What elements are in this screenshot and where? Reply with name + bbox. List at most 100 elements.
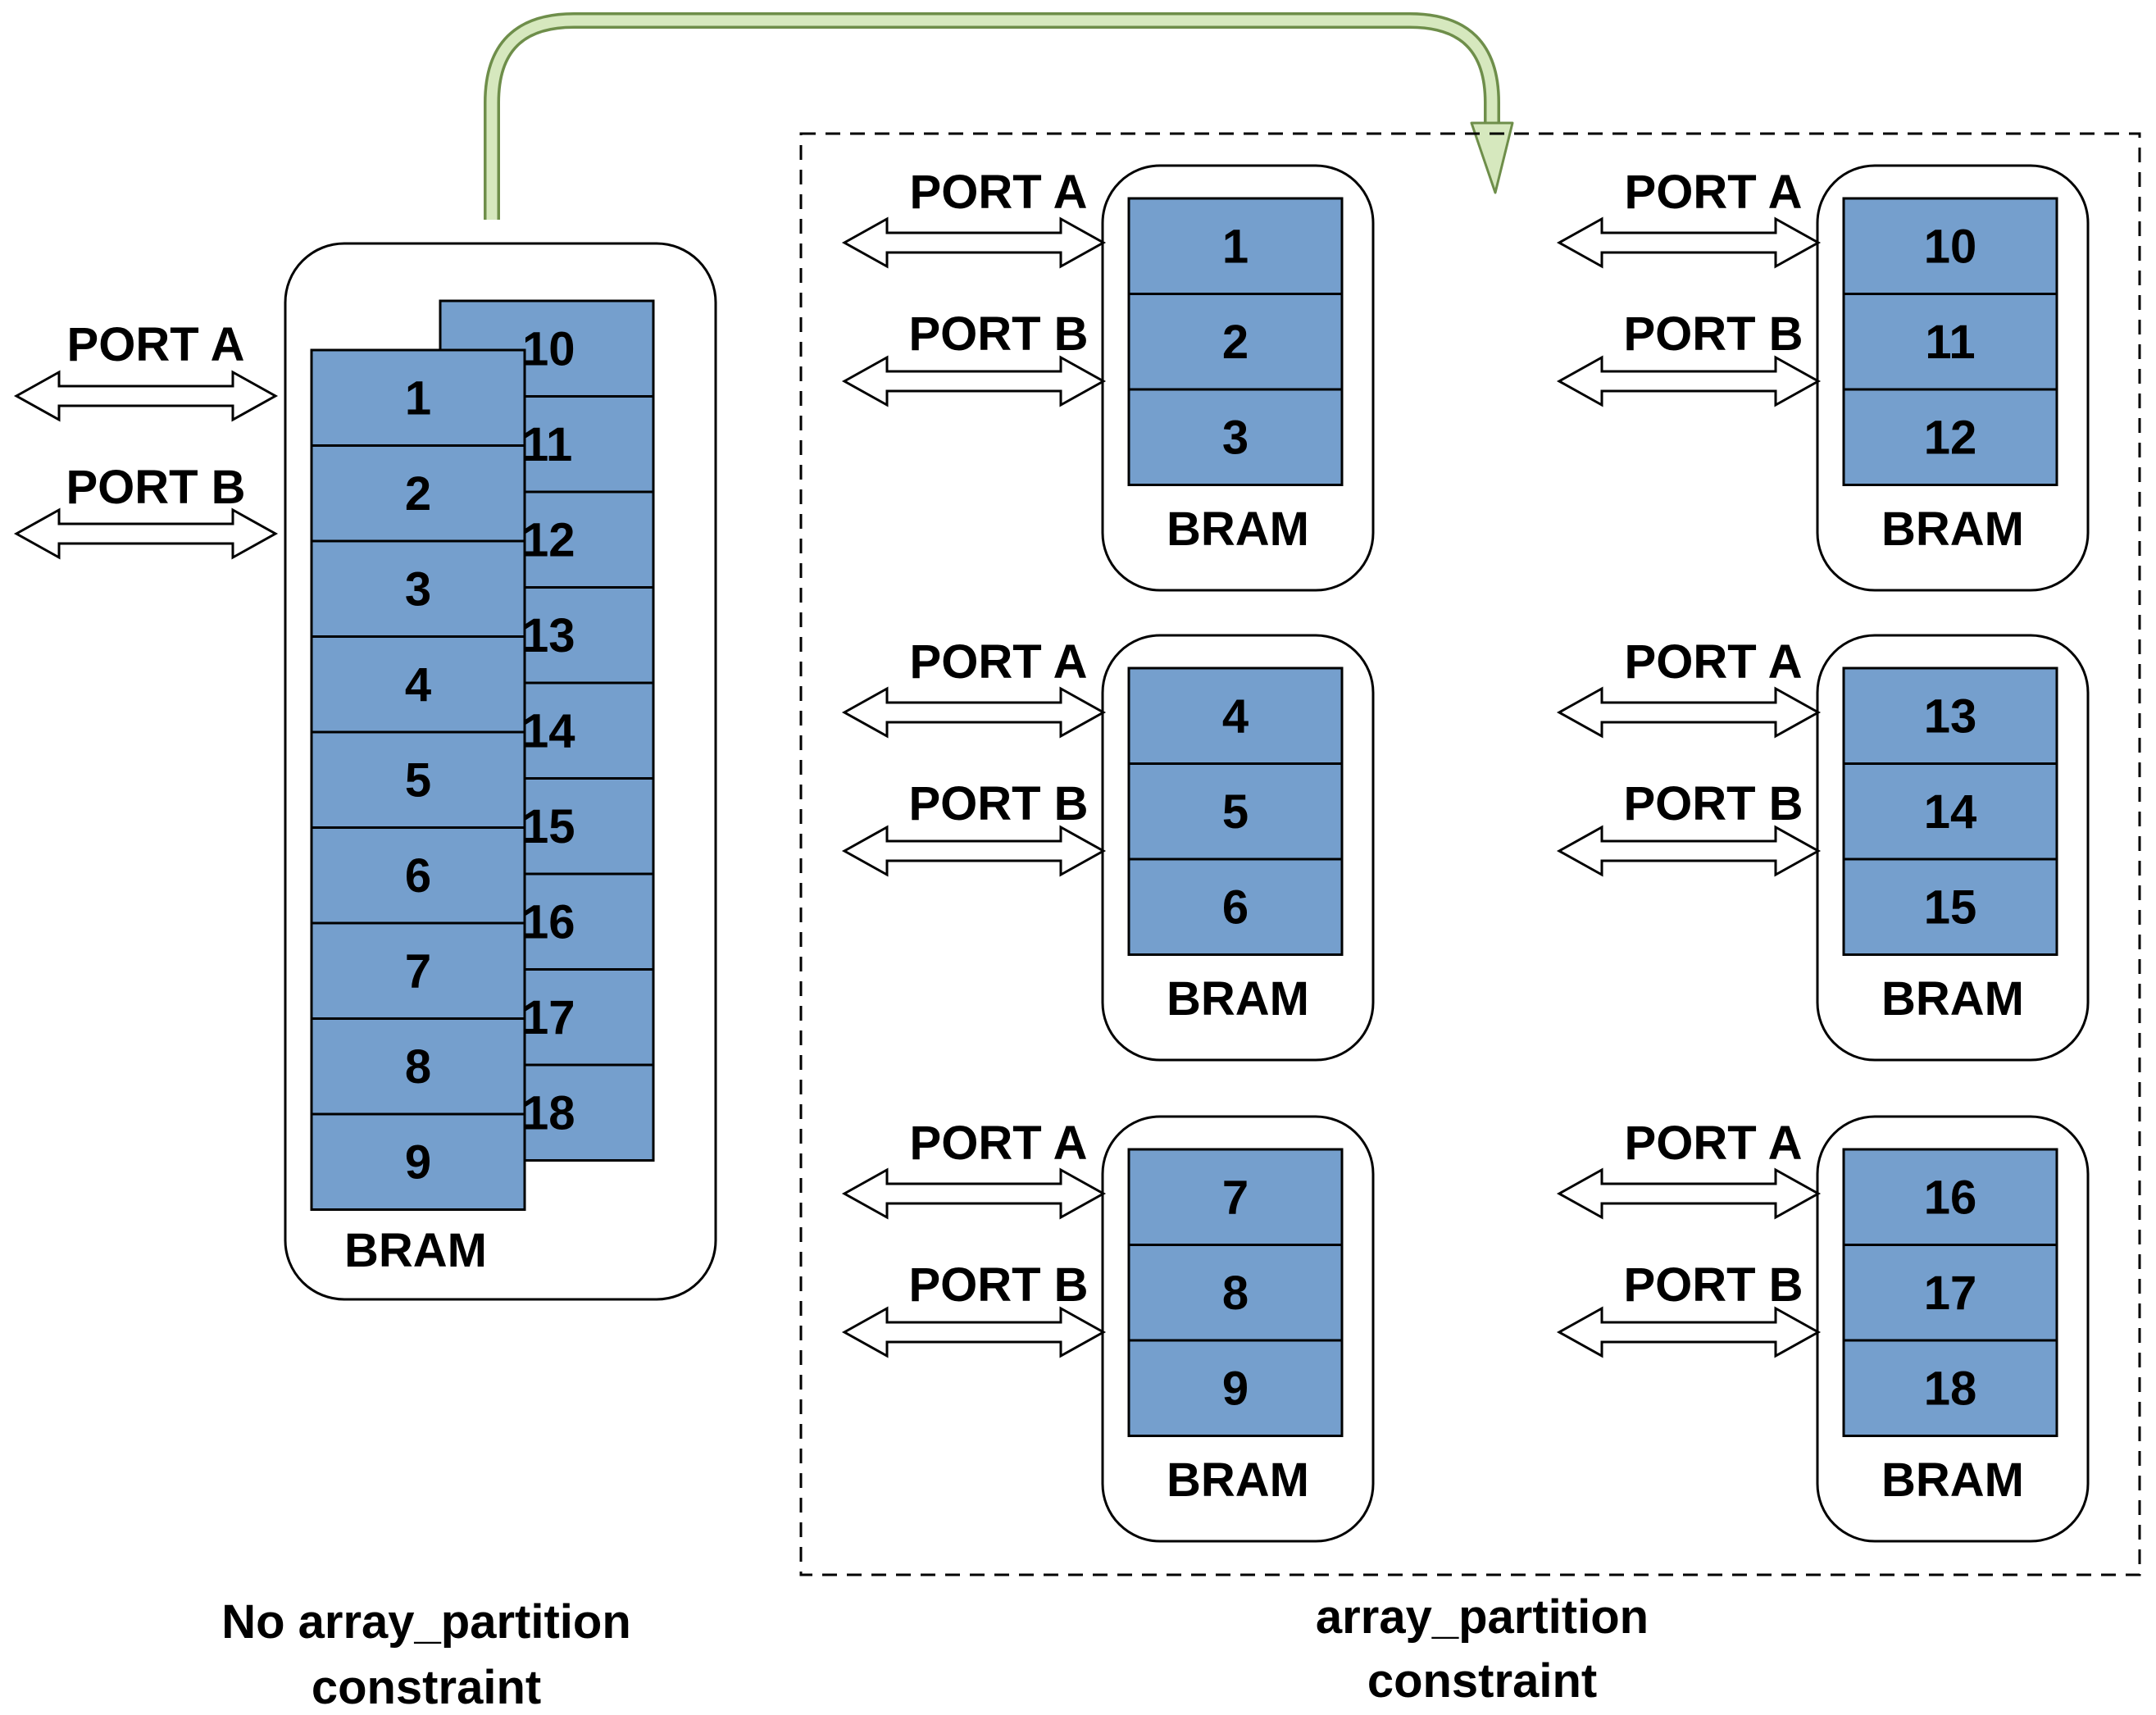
memory-cell: 17	[1842, 1244, 2058, 1342]
memory-cell: 15	[1842, 858, 2058, 956]
memory-cell: 12	[1842, 388, 2058, 486]
port-a-arrow	[841, 216, 1107, 269]
port-a-label: PORT A	[910, 635, 1088, 689]
port-b-label: PORT B	[908, 777, 1088, 830]
port-b-label: PORT B	[908, 307, 1088, 361]
port-b-label: PORT B	[908, 1258, 1088, 1312]
cell-label: 15	[1924, 880, 1977, 934]
cell-label: 9	[1222, 1362, 1249, 1415]
cell-label: 7	[405, 944, 431, 998]
cell-label: 8	[1222, 1267, 1249, 1320]
memory-cell: 6	[1127, 858, 1344, 956]
memory-cell: 4	[1127, 666, 1344, 765]
port-a-label: PORT A	[1625, 166, 1803, 219]
memory-cell: 14	[1842, 762, 2058, 861]
cell-label: 5	[1222, 785, 1249, 839]
memory-cell: 16	[1842, 1148, 2058, 1246]
port-a-arrow	[1556, 686, 1822, 739]
caption-line-2: constraint	[312, 1661, 541, 1714]
cell-label: 11	[522, 418, 572, 471]
caption-line-1: array_partition	[1316, 1590, 1649, 1644]
cell-label: 3	[405, 562, 431, 616]
port-a-label: PORT A	[910, 1117, 1088, 1170]
cell-label: 1	[1222, 220, 1249, 273]
port-b-label: PORT B	[1623, 307, 1803, 361]
bram-label: BRAM	[1167, 972, 1309, 1026]
cell-label: 11	[1925, 316, 1975, 369]
cell-label: 14	[522, 704, 575, 757]
port-a-arrow	[1556, 216, 1822, 269]
cell-label: 17	[522, 991, 575, 1044]
bram-label: BRAM	[1167, 1453, 1309, 1507]
port-b-arrow	[841, 1306, 1107, 1358]
port-a-label: PORT A	[1625, 1117, 1803, 1170]
bram-label: BRAM	[1167, 503, 1309, 556]
memory-cell: 9	[310, 1112, 526, 1211]
bram-label: BRAM	[1881, 503, 2024, 556]
port-b-arrow	[841, 825, 1107, 877]
cell-label: 18	[522, 1086, 575, 1140]
port-a-label: PORT A	[1625, 635, 1803, 689]
cell-label: 18	[1924, 1362, 1977, 1415]
cell-label: 4	[1222, 689, 1249, 743]
memory-cell: 5	[1127, 762, 1344, 861]
cell-label: 15	[522, 800, 575, 853]
partition-region	[799, 132, 2141, 1576]
cell-label: 1	[405, 371, 431, 425]
cell-label: 6	[1222, 880, 1249, 934]
port-b-arrow	[1556, 825, 1822, 877]
memory-cell: 3	[310, 539, 526, 638]
cell-label: 16	[522, 895, 575, 948]
memory-cell: 1	[310, 348, 526, 447]
memory-cell: 1	[1127, 197, 1344, 295]
cell-label: 5	[405, 753, 431, 807]
bram-label: BRAM	[1881, 1453, 2024, 1507]
cell-label: 2	[1222, 316, 1249, 369]
bram-label: BRAM	[1881, 972, 2024, 1026]
memory-cell: 11	[1842, 293, 2058, 391]
caption-line-2: constraint	[1367, 1654, 1597, 1708]
port-a-arrow	[841, 686, 1107, 739]
cell-label: 13	[522, 609, 575, 662]
port-b-label: PORT B	[66, 461, 245, 514]
cell-label: 8	[405, 1040, 431, 1094]
port-b-arrow	[1556, 355, 1822, 407]
memory-cell: 5	[310, 730, 526, 829]
transition-arrow	[484, 12, 1514, 220]
port-b-arrow	[13, 507, 279, 560]
memory-cell: 3	[1127, 388, 1344, 486]
port-b-label: PORT B	[1623, 1258, 1803, 1312]
cell-label: 13	[1924, 689, 1977, 743]
port-a-label: PORT A	[67, 318, 245, 371]
memory-cell: 7	[1127, 1148, 1344, 1246]
cell-label: 17	[1924, 1267, 1977, 1320]
memory-cell: 2	[310, 444, 526, 543]
cell-label: 12	[522, 513, 575, 566]
port-b-arrow	[1556, 1306, 1822, 1358]
memory-cell: 6	[310, 826, 526, 925]
cell-label: 10	[1924, 220, 1977, 273]
cell-label: 6	[405, 849, 431, 903]
cell-label: 3	[1222, 411, 1249, 464]
port-a-arrow	[841, 1167, 1107, 1220]
memory-cell: 13	[1842, 666, 2058, 765]
cell-label: 9	[405, 1135, 431, 1189]
memory-cell: 8	[1127, 1244, 1344, 1342]
caption-line-1: No array_partition	[221, 1595, 631, 1649]
port-b-label: PORT B	[1623, 777, 1803, 830]
port-a-arrow	[1556, 1167, 1822, 1220]
memory-cell: 8	[310, 1017, 526, 1116]
cell-label: 10	[522, 322, 575, 375]
port-a-label: PORT A	[910, 166, 1088, 219]
memory-cell: 7	[310, 921, 526, 1020]
